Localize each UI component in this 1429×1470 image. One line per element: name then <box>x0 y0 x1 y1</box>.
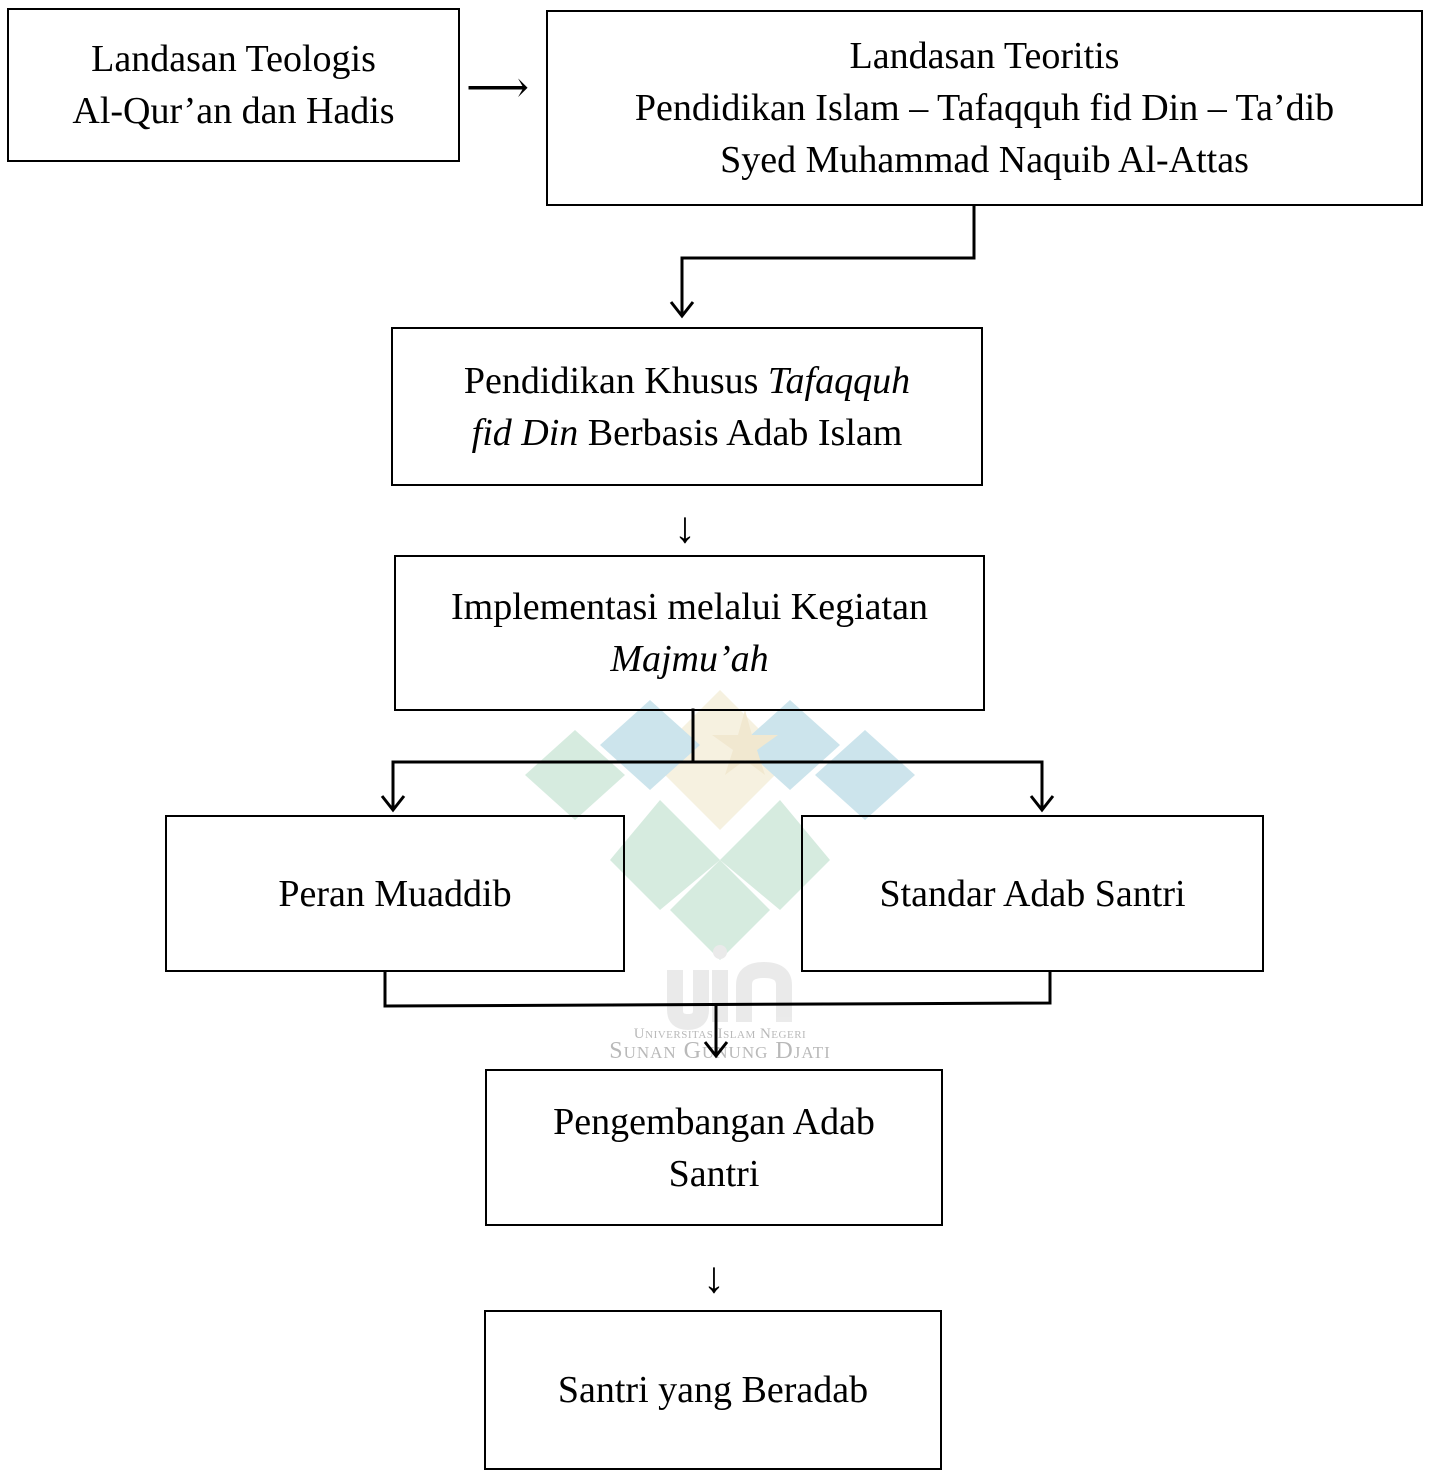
pendidikan-khusus-line2: fid Din Berbasis Adab Islam <box>472 407 903 459</box>
pendidikan-khusus-text2: Berbasis Adab Islam <box>578 411 903 454</box>
pendidikan-khusus-italic-term: Tafaqquh <box>767 359 911 402</box>
box-pengembangan-adab: Pengembangan Adab Santri <box>485 1069 943 1226</box>
box-pendidikan-khusus: Pendidikan Khusus Tafaqquh fid Din Berba… <box>391 327 983 486</box>
connector-merge <box>383 970 1052 1008</box>
box-implementasi: Implementasi melalui Kegiatan Majmu’ah <box>394 555 985 711</box>
pendidikan-khusus-line1: Pendidikan Khusus Tafaqquh <box>464 355 910 407</box>
connector-teoritis-to-khusus <box>680 204 976 314</box>
pengembangan-adab-line2: Santri <box>668 1152 760 1195</box>
landasan-teoritis-concepts: Pendidikan Islam – Tafaqquh fid Din – Ta… <box>634 87 1335 129</box>
landasan-teoritis-figure: Syed Muhammad Naquib Al-Attas <box>720 139 1249 181</box>
arrowhead-khusus <box>669 301 695 319</box>
arrowhead-standar <box>1029 795 1055 813</box>
arrow-right-teologis-to-teoritis: ⟶ <box>466 63 530 112</box>
santri-beradab-label: Santri yang Beradab <box>557 1369 869 1411</box>
arrow-down-pengembangan-to-beradab: ↓ <box>703 1253 725 1302</box>
box-landasan-teologis: Landasan Teologis Al-Qur’an dan Hadis <box>7 8 460 162</box>
pengembangan-adab-line1: Pengembangan Adab <box>553 1100 875 1143</box>
box-santri-beradab: Santri yang Beradab <box>484 1310 942 1470</box>
landasan-teoritis-title: Landasan Teoritis <box>849 35 1120 77</box>
landasan-teologis-subtitle: Al-Qur’an dan Hadis <box>72 90 395 132</box>
pendidikan-khusus-text: Pendidikan Khusus <box>463 359 768 402</box>
arrowhead-muaddib <box>380 795 406 813</box>
pendidikan-khusus-italic-term2: fid Din <box>471 411 579 454</box>
arrow-down-khusus-to-implementasi: ↓ <box>674 503 696 552</box>
peran-muaddib-label: Peran Muaddib <box>278 872 512 915</box>
box-landasan-teoritis: Landasan Teoritis Pendidikan Islam – Taf… <box>546 10 1423 206</box>
arrowhead-pengembangan <box>703 1041 729 1059</box>
implementasi-majmuah: Majmu’ah <box>610 638 769 680</box>
box-standar-adab-santri: Standar Adab Santri <box>801 815 1264 972</box>
watermark-university-line: Universitas Islam Negeri <box>633 1026 807 1042</box>
landasan-teologis-title: Landasan Teologis <box>91 38 376 80</box>
standar-adab-santri-label: Standar Adab Santri <box>879 872 1186 915</box>
implementasi-line1: Implementasi melalui Kegiatan <box>451 586 928 628</box>
box-peran-muaddib: Peran Muaddib <box>165 815 625 972</box>
